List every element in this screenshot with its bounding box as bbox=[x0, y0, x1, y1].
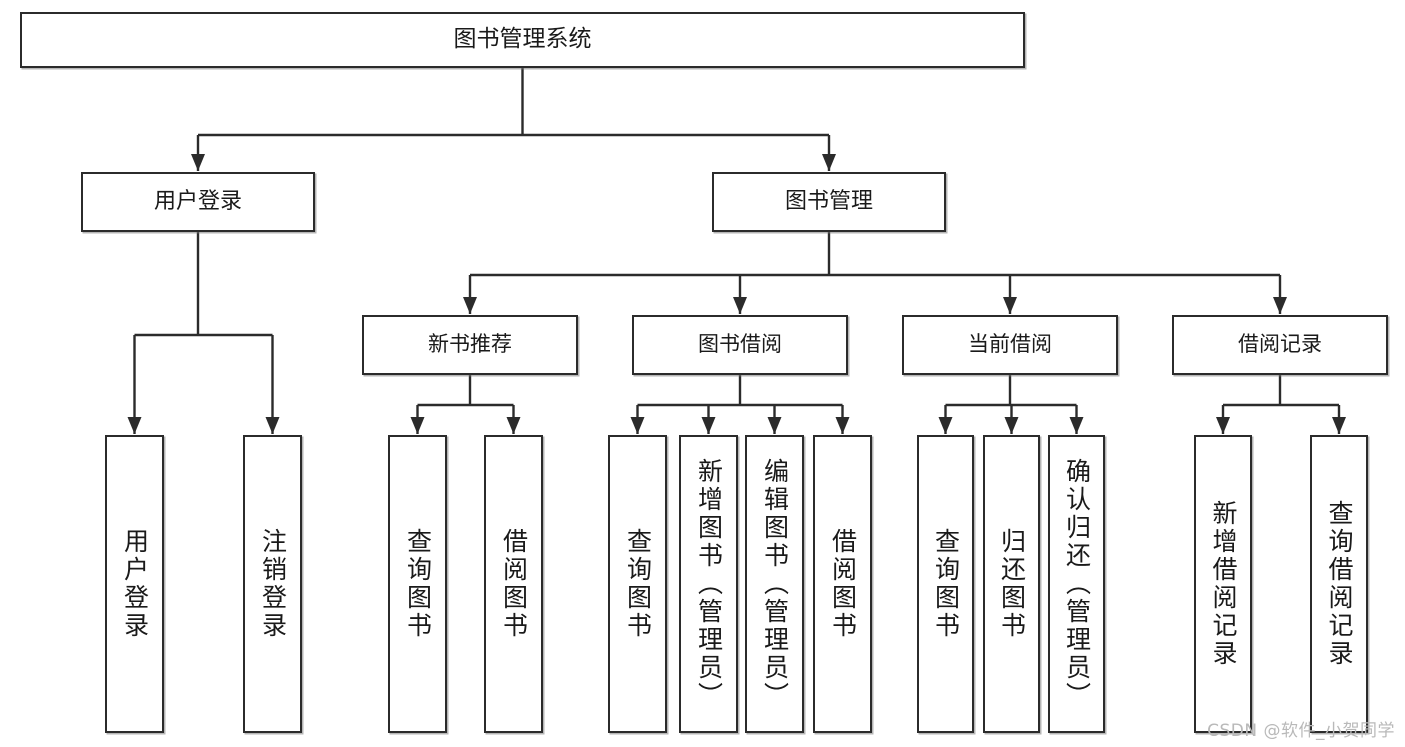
edge-arrowhead-records-1 bbox=[1332, 417, 1346, 434]
node-leaf-rec-2[interactable]: 查询借阅记录 bbox=[1310, 435, 1368, 733]
node-label-leaf-borrow-3: 编辑图书（管理员） bbox=[760, 458, 790, 710]
node-label-leaf-borrow-4: 借阅图书 bbox=[828, 528, 858, 640]
node-root[interactable]: 图书管理系统 bbox=[20, 12, 1025, 68]
node-label-leaf-borrow-1: 查询图书 bbox=[623, 528, 653, 640]
edge-arrowhead-records-0 bbox=[1216, 417, 1230, 434]
edge-arrowhead-newbook-0 bbox=[410, 417, 425, 434]
node-label-leaf-cur-2: 归还图书 bbox=[997, 528, 1027, 640]
node-leaf-borrow-2[interactable]: 新增图书（管理员） bbox=[679, 435, 738, 733]
node-label-newbook: 新书推荐 bbox=[428, 332, 512, 357]
node-current[interactable]: 当前借阅 bbox=[902, 315, 1118, 375]
edge-arrowhead-bookmgmt-2 bbox=[1003, 297, 1017, 314]
node-leaf-borrow-1[interactable]: 查询图书 bbox=[608, 435, 667, 733]
node-label-login: 用户登录 bbox=[153, 188, 242, 214]
node-label-leaf-new-1: 查询图书 bbox=[403, 528, 433, 640]
edge-arrowhead-root-0 bbox=[191, 154, 205, 171]
node-label-leaf-login-1: 用户登录 bbox=[120, 528, 150, 640]
edge-arrowhead-login-0 bbox=[127, 417, 142, 434]
edge-arrowhead-login-1 bbox=[265, 417, 280, 434]
edge-arrowhead-borrow-2 bbox=[767, 417, 782, 434]
node-label-leaf-borrow-2: 新增图书（管理员） bbox=[694, 458, 724, 710]
node-leaf-login-1[interactable]: 用户登录 bbox=[105, 435, 164, 733]
node-leaf-borrow-3[interactable]: 编辑图书（管理员） bbox=[745, 435, 804, 733]
edge-arrowhead-borrow-0 bbox=[630, 417, 645, 434]
node-leaf-cur-2[interactable]: 归还图书 bbox=[983, 435, 1040, 733]
node-leaf-login-2[interactable]: 注销登录 bbox=[243, 435, 302, 733]
node-leaf-new-2[interactable]: 借阅图书 bbox=[484, 435, 543, 733]
node-records[interactable]: 借阅记录 bbox=[1172, 315, 1388, 375]
node-label-leaf-login-2: 注销登录 bbox=[258, 528, 288, 640]
edge-arrowhead-current-0 bbox=[938, 417, 953, 434]
watermark: CSDN @软件_小贺同学 bbox=[1207, 721, 1395, 741]
node-label-leaf-rec-2: 查询借阅记录 bbox=[1325, 500, 1354, 668]
node-leaf-cur-3[interactable]: 确认归还（管理员） bbox=[1048, 435, 1105, 733]
node-leaf-new-1[interactable]: 查询图书 bbox=[388, 435, 447, 733]
node-label-bookmgmt: 图书管理 bbox=[784, 188, 873, 214]
node-label-borrow: 图书借阅 bbox=[698, 332, 782, 357]
node-label-records: 借阅记录 bbox=[1238, 332, 1322, 357]
node-label-leaf-new-2: 借阅图书 bbox=[499, 528, 529, 640]
edge-arrowhead-bookmgmt-1 bbox=[733, 297, 747, 314]
node-leaf-borrow-4[interactable]: 借阅图书 bbox=[813, 435, 872, 733]
node-newbook[interactable]: 新书推荐 bbox=[362, 315, 578, 375]
edge-arrowhead-newbook-1 bbox=[506, 417, 521, 434]
edge-arrowhead-bookmgmt-0 bbox=[463, 297, 477, 314]
node-label-leaf-cur-3: 确认归还（管理员） bbox=[1062, 458, 1092, 710]
edge-arrowhead-bookmgmt-3 bbox=[1273, 297, 1287, 314]
node-bookmgmt[interactable]: 图书管理 bbox=[712, 172, 946, 232]
node-leaf-rec-1[interactable]: 新增借阅记录 bbox=[1194, 435, 1252, 733]
node-borrow[interactable]: 图书借阅 bbox=[632, 315, 848, 375]
edge-arrowhead-borrow-1 bbox=[701, 417, 716, 434]
edge-arrowhead-current-1 bbox=[1004, 417, 1019, 434]
node-leaf-cur-1[interactable]: 查询图书 bbox=[917, 435, 974, 733]
edge-arrowhead-current-2 bbox=[1069, 417, 1084, 434]
node-login[interactable]: 用户登录 bbox=[81, 172, 315, 232]
edge-arrowhead-root-1 bbox=[822, 154, 836, 171]
node-label-leaf-rec-1: 新增借阅记录 bbox=[1209, 500, 1238, 668]
node-label-leaf-cur-1: 查询图书 bbox=[931, 528, 961, 640]
node-label-root: 图书管理系统 bbox=[453, 26, 592, 53]
node-label-current: 当前借阅 bbox=[968, 332, 1052, 357]
edge-arrowhead-borrow-3 bbox=[835, 417, 850, 434]
